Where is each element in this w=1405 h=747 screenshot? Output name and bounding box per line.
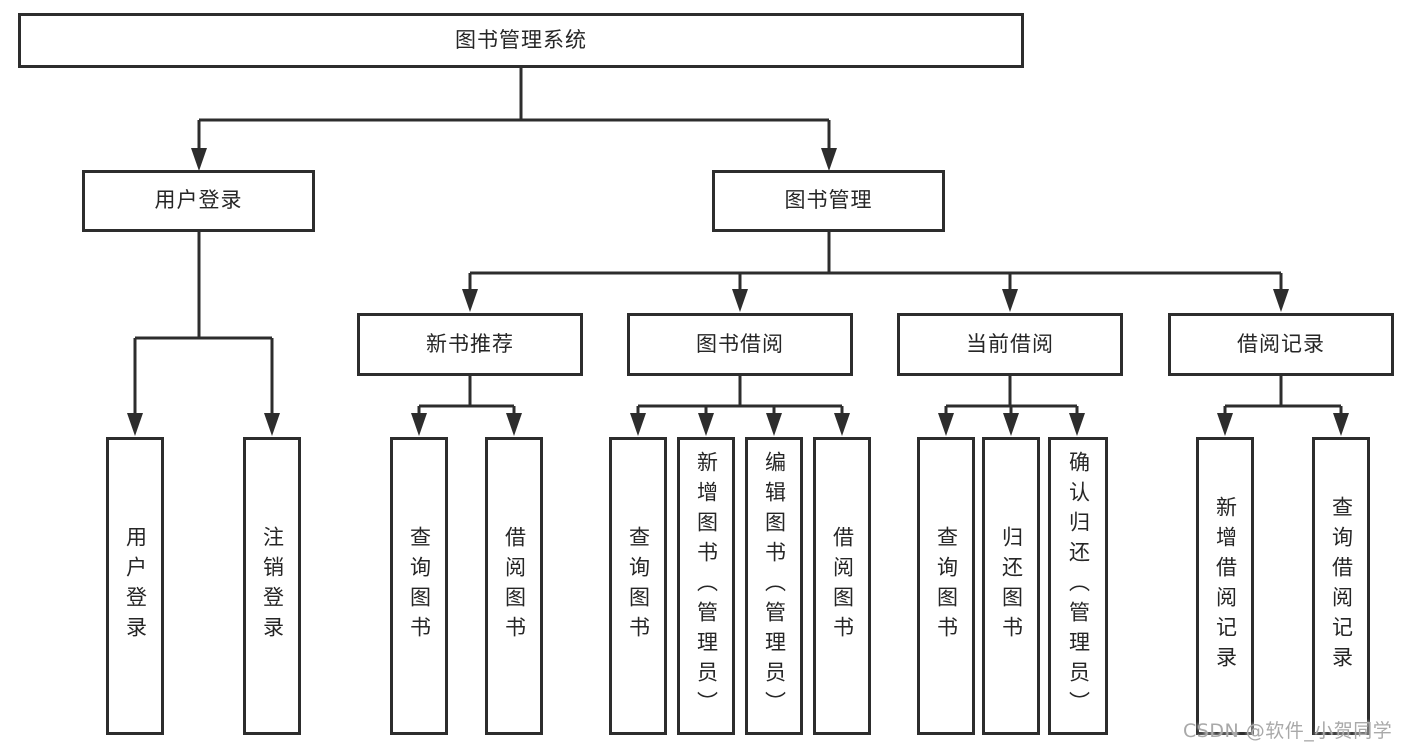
leaf-query-books-1: 查询图书: [390, 437, 448, 735]
leaf-borrow-books-1: 借阅图书: [485, 437, 543, 735]
leaf-logout: 注销登录: [243, 437, 301, 735]
node-book-management: 图书管理: [712, 170, 945, 232]
leaf-borrow-books-2: 借阅图书: [813, 437, 871, 735]
leaf-add-book-admin: 新增图书（管理员）: [677, 437, 735, 735]
arrowhead: [191, 148, 207, 171]
arrowhead: [264, 413, 280, 436]
node-borrow-records: 借阅记录: [1168, 313, 1394, 376]
leaf-query-books-3: 查询图书: [917, 437, 975, 735]
leaf-query-books-2: 查询图书: [609, 437, 667, 735]
arrowhead: [411, 413, 427, 436]
arrowhead: [1003, 413, 1019, 436]
arrowhead: [1217, 413, 1233, 436]
node-current-borrow: 当前借阅: [897, 313, 1123, 376]
arrowhead: [1273, 289, 1289, 312]
leaf-confirm-return-admin: 确认归还（管理员）: [1048, 437, 1108, 735]
csdn-watermark: CSDN @软件_小贺同学: [1183, 720, 1393, 742]
arrowhead: [938, 413, 954, 436]
arrowhead: [834, 413, 850, 436]
leaf-edit-book-admin: 编辑图书（管理员）: [745, 437, 803, 735]
arrowhead: [1333, 413, 1349, 436]
arrowhead: [506, 413, 522, 436]
node-user-login: 用户登录: [82, 170, 315, 232]
arrowhead: [698, 413, 714, 436]
leaf-query-borrow-record: 查询借阅记录: [1312, 437, 1370, 735]
arrowhead: [127, 413, 143, 436]
leaf-user-login: 用户登录: [106, 437, 164, 735]
arrowhead: [766, 413, 782, 436]
arrowhead: [1002, 289, 1018, 312]
node-book-borrow: 图书借阅: [627, 313, 853, 376]
arrowhead: [462, 289, 478, 312]
arrowhead: [1069, 413, 1085, 436]
node-new-book-recommend: 新书推荐: [357, 313, 583, 376]
connector-path: [133, 68, 1343, 414]
arrowhead: [821, 148, 837, 171]
arrowhead: [732, 289, 748, 312]
arrowhead: [630, 413, 646, 436]
node-library-management-system: 图书管理系统: [18, 13, 1024, 68]
arrowheads: [127, 148, 1349, 436]
leaf-add-borrow-record: 新增借阅记录: [1196, 437, 1254, 735]
leaf-return-book: 归还图书: [982, 437, 1040, 735]
